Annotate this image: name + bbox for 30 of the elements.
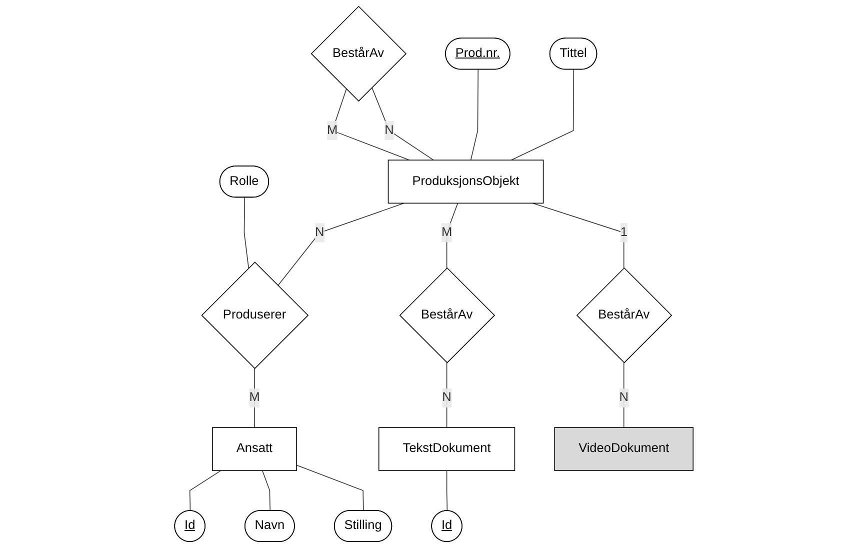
edge-label: 1 xyxy=(620,226,628,240)
connector xyxy=(623,362,624,428)
connector xyxy=(446,362,447,428)
node-box: TekstDokument xyxy=(378,427,515,471)
connector xyxy=(470,69,478,160)
connector xyxy=(296,464,364,512)
edge-label: N xyxy=(384,123,394,137)
edge-label: N xyxy=(442,390,452,404)
connector xyxy=(532,202,624,268)
connector xyxy=(446,202,458,268)
node-box: VideoDokument xyxy=(554,427,694,471)
connector xyxy=(446,470,448,512)
connector xyxy=(243,197,249,268)
connector xyxy=(254,368,255,428)
edge-label: M xyxy=(441,226,452,240)
connector xyxy=(371,87,434,160)
connector xyxy=(262,470,270,512)
node-diamond: BestårAv xyxy=(310,6,406,102)
node-diamond: BestårAv xyxy=(398,267,495,364)
edge-label: M xyxy=(248,390,260,404)
edge-label: M xyxy=(326,123,338,137)
node-box: ProduksjonsObjekt xyxy=(387,160,544,204)
edge-label: N xyxy=(314,226,324,240)
connector xyxy=(277,202,404,286)
node-diamond: BestårAv xyxy=(576,267,672,364)
node-box: Ansatt xyxy=(212,427,297,471)
connector xyxy=(189,470,221,512)
edge-label: N xyxy=(618,390,628,404)
connector xyxy=(510,69,574,160)
node-diamond: Produserer xyxy=(200,262,308,370)
